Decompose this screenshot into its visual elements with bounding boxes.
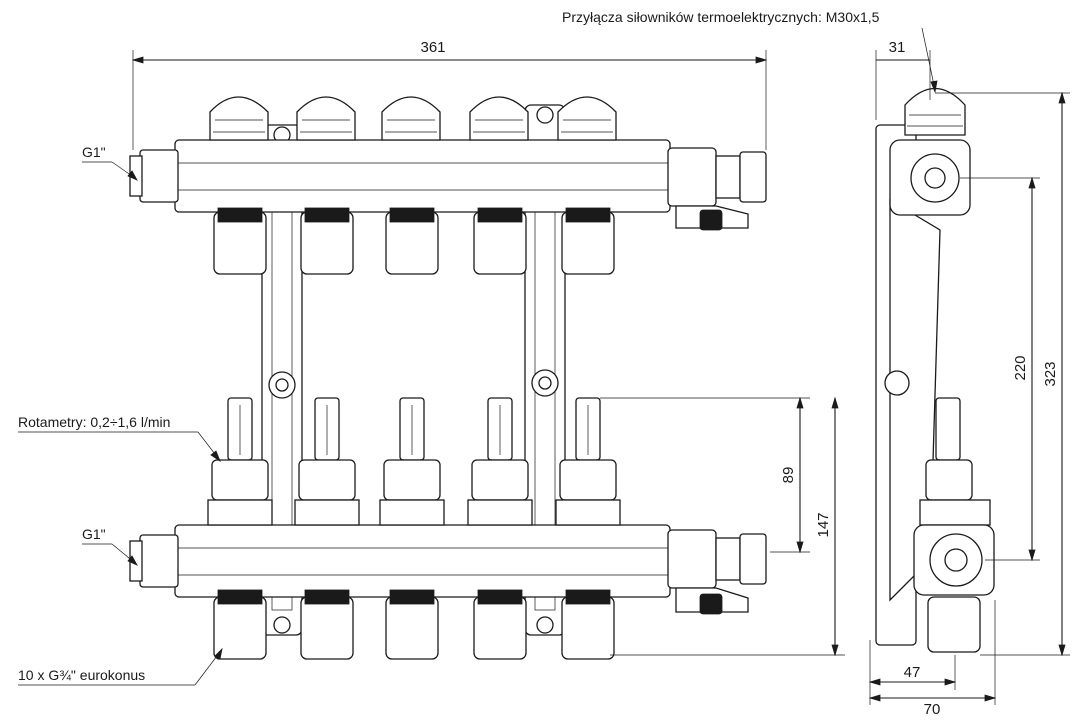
lower-total-height-value: 147 bbox=[815, 512, 832, 537]
rotameter-height-value: 89 bbox=[780, 467, 797, 484]
rotameter bbox=[294, 397, 360, 660]
callout-labels: Przyłącza siłowników termoelektrycznych:… bbox=[18, 9, 880, 683]
side-depth-inner-value: 47 bbox=[904, 664, 921, 681]
side-view bbox=[875, 88, 995, 653]
actuator-cap bbox=[296, 96, 356, 275]
mounting-bracket-right bbox=[524, 104, 566, 636]
rotameter bbox=[555, 397, 621, 660]
overall-width-value: 361 bbox=[420, 39, 445, 56]
outlets-label: 10 x G¾" eurokonus bbox=[18, 667, 145, 683]
actuator-cap bbox=[209, 96, 269, 275]
axis-spacing-value: 220 bbox=[1012, 355, 1029, 380]
rotameter bbox=[467, 397, 533, 660]
supply-bar bbox=[129, 139, 767, 231]
side-depth-total-value: 70 bbox=[924, 701, 941, 718]
overall-height-value: 323 bbox=[1042, 361, 1059, 386]
rotameter bbox=[379, 397, 445, 660]
leader-lines bbox=[18, 27, 938, 686]
return-bar bbox=[129, 524, 767, 615]
actuator-ports-label: Przyłącza siłowników termoelektrycznych:… bbox=[562, 9, 880, 25]
actuator-cap bbox=[469, 96, 529, 275]
actuator-cap bbox=[557, 96, 617, 275]
rotameters-label: Rotametry: 0,2÷1,6 l/min bbox=[18, 414, 170, 430]
inlet-top-label: G1" bbox=[82, 144, 106, 160]
supply-circuits bbox=[209, 96, 617, 275]
dimension-lines bbox=[131, 50, 1070, 705]
side-top-width-value: 31 bbox=[889, 39, 906, 56]
actuator-cap bbox=[381, 96, 441, 275]
return-circuits bbox=[207, 397, 621, 660]
rotameter bbox=[207, 397, 273, 660]
inlet-bottom-label: G1" bbox=[82, 526, 106, 542]
dimension-labels: 361 31 89 147 220 323 47 70 bbox=[420, 39, 1059, 718]
front-view bbox=[129, 96, 767, 660]
